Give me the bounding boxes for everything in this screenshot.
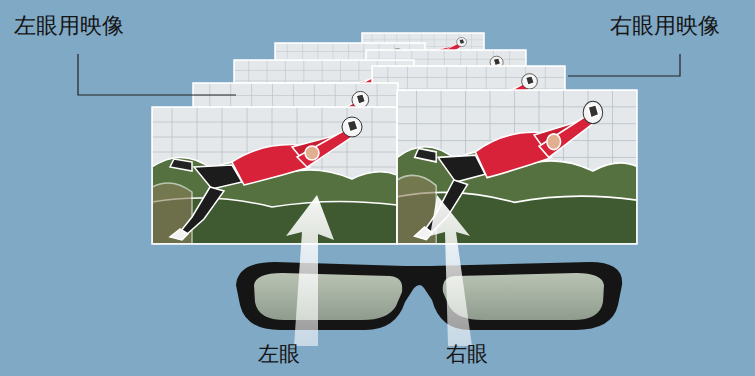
glasses xyxy=(236,262,622,330)
eye-label: 右眼 xyxy=(446,343,488,366)
eye-label: 左眼 xyxy=(258,343,300,366)
image-label: 左眼用映像 xyxy=(14,14,124,38)
image-label: 右眼用映像 xyxy=(610,14,720,38)
leader-lines xyxy=(78,54,680,95)
sight-arrows xyxy=(286,195,472,346)
frame-stack xyxy=(152,33,637,244)
